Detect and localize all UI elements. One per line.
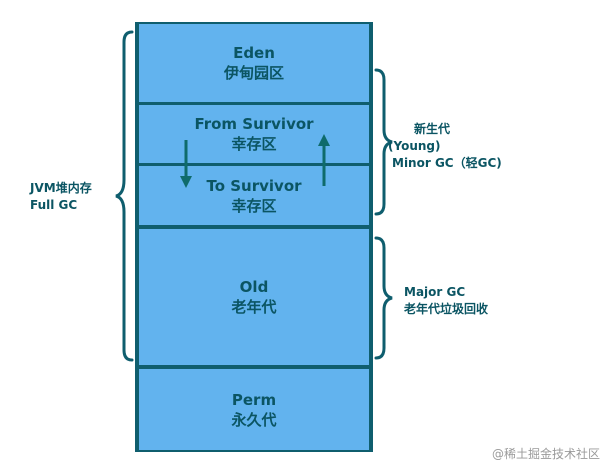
old-region: Old 老年代 [139, 229, 369, 365]
to-survivor-region: To Survivor 幸存区 [139, 166, 369, 225]
young-en: (Young) [388, 139, 441, 153]
old-cn-label: 老年代 [231, 298, 277, 316]
perm-cn-label: 永久代 [231, 410, 277, 429]
old-label: Old [239, 278, 269, 296]
jvm-heap-annotation: JVM堆内存 Full GC [30, 180, 92, 214]
watermark: @稀土掘金技术社区 [491, 447, 600, 461]
arrow-down-icon [180, 140, 192, 188]
eden-cn-label: 伊甸园区 [223, 64, 284, 82]
perm-region: Perm 永久代 [139, 369, 369, 450]
perm-label: Perm [231, 390, 277, 409]
from-survivor-region: From Survivor 幸存区 [139, 105, 369, 163]
arrow-up-icon [318, 134, 330, 186]
major-gc-annotation: Major GC 老年代垃圾回收 [404, 284, 488, 318]
old-brace-icon [374, 236, 393, 360]
to-survivor-label: To Survivor [206, 176, 302, 195]
jvm-heap-title: JVM堆内存 [30, 181, 92, 195]
minor-gc-label: Minor GC（轻GC) [392, 156, 502, 170]
young-brace-icon [374, 68, 393, 216]
from-survivor-cn-label: 幸存区 [231, 135, 277, 153]
eden-label: Eden [233, 44, 275, 62]
from-survivor-label: From Survivor [194, 115, 314, 133]
full-gc-label: Full GC [30, 198, 78, 212]
jvm-heap-brace-icon [115, 30, 134, 362]
major-gc-label: Major GC [404, 285, 466, 299]
old-gc-label: 老年代垃圾回收 [404, 302, 489, 316]
to-survivor-cn-label: 幸存区 [231, 196, 277, 215]
young-title: 新生代 [414, 122, 451, 136]
eden-region: Eden 伊甸园区 [139, 24, 369, 102]
young-annotation: 新生代 (Young) Minor GC（轻GC) [388, 121, 502, 172]
jvm-memory-stack: Eden 伊甸园区 From Survivor 幸存区 To Survivor … [135, 22, 373, 452]
